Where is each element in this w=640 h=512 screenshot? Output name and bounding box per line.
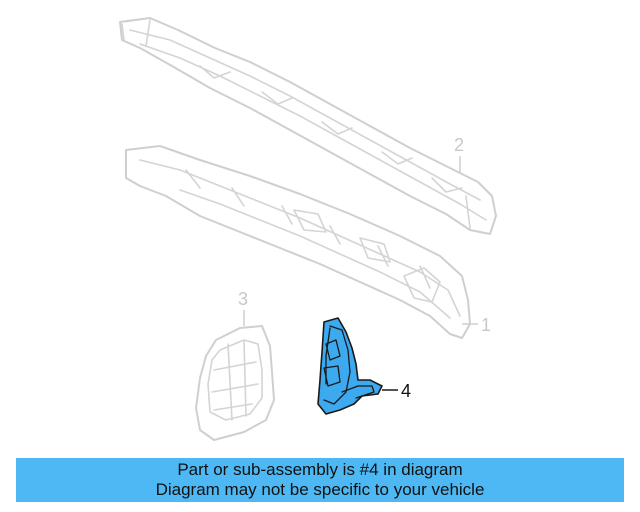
callout-2: 2 xyxy=(454,135,464,172)
banner-line-1: Part or sub-assembly is #4 in diagram xyxy=(177,460,463,479)
callout-label-3: 3 xyxy=(238,289,248,309)
part-3-side-bracket xyxy=(195,325,275,441)
callout-3: 3 xyxy=(238,289,248,326)
callout-4: 4 xyxy=(382,381,411,401)
banner-line-2: Diagram may not be specific to your vehi… xyxy=(155,480,485,499)
callout-label-1: 1 xyxy=(481,315,491,335)
part-4-highlighted-bracket xyxy=(317,317,383,415)
callout-label-2: 2 xyxy=(454,135,464,155)
parts-diagram: 1 2 3 4 xyxy=(119,17,497,441)
part-1-main-beam xyxy=(125,145,471,339)
info-banner: Part or sub-assembly is #4 in diagram Di… xyxy=(16,458,624,502)
callout-label-4: 4 xyxy=(401,381,411,401)
callout-1: 1 xyxy=(462,315,491,335)
part-2-upper-beam xyxy=(119,17,497,235)
